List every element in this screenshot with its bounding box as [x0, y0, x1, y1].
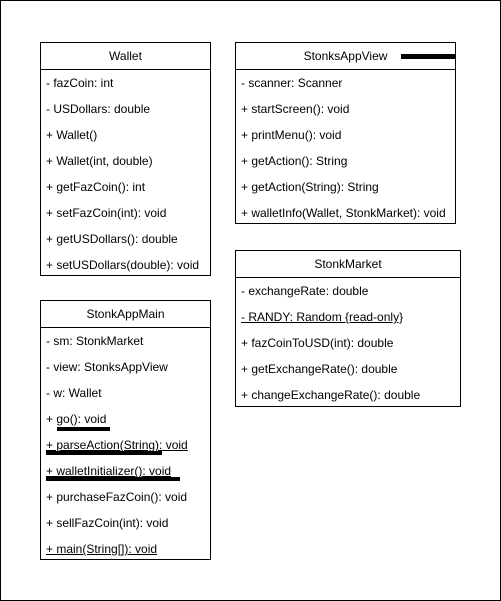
class-title: StonksAppView — [236, 43, 455, 70]
class-stonkappmain[interactable]: StonkAppMain - sm: StonkMarket - view: S… — [40, 300, 211, 560]
method-setusdollars: + setUSDollars(double): void — [46, 258, 200, 272]
class-title: StonkMarket — [236, 251, 460, 278]
field-sm: - sm: StonkMarket — [46, 334, 144, 348]
field-w: - w: Wallet — [46, 386, 102, 400]
method-getusdollars: + getUSDollars(): double — [46, 232, 178, 246]
method-parseaction: + parseAction(String): void — [46, 438, 188, 452]
method-getexchangerate: + getExchangeRate(): double — [241, 362, 398, 376]
class-stonkmarket[interactable]: StonkMarket - exchangeRate: double - RAN… — [235, 250, 461, 407]
class-wallet[interactable]: Wallet - fazCoin: int - USDollars: doubl… — [40, 42, 211, 276]
method-printmenu: + printMenu(): void — [241, 128, 342, 142]
method-getaction: + getAction(): String — [241, 154, 348, 168]
field-randy: - RANDY: Random {read-only} — [241, 310, 404, 324]
class-title: StonkAppMain — [41, 301, 210, 328]
method-wallet-ctor-args: + Wallet(int, double) — [46, 154, 153, 168]
underline-mark-parseaction — [46, 451, 162, 455]
method-changeexchangerate: + changeExchangeRate(): double — [241, 388, 421, 402]
method-main: + main(String[]): void — [46, 542, 158, 556]
method-walletinfo: + walletInfo(Wallet, StonkMarket): void — [241, 206, 446, 220]
class-title: Wallet — [41, 43, 210, 70]
strike-mark — [401, 54, 455, 59]
field-fazcoin: - fazCoin: int — [46, 76, 114, 90]
class-stonksappview[interactable]: StonksAppView - scanner: Scanner + start… — [235, 42, 456, 224]
field-usdollars: - USDollars: double — [46, 102, 151, 116]
field-exchangerate: - exchangeRate: double — [241, 284, 369, 298]
underline-mark-walletinitializer — [46, 477, 180, 481]
method-getfazcoin: + getFazCoin(): int — [46, 180, 146, 194]
underline-mark-go — [57, 427, 110, 431]
method-startscreen: + startScreen(): void — [241, 102, 350, 116]
field-scanner: - scanner: Scanner — [241, 76, 343, 90]
method-go: + go(): void — [46, 412, 107, 426]
method-getaction-string: + getAction(String): String — [241, 180, 379, 194]
method-walletinitializer: + walletInitializer(): void — [46, 464, 172, 478]
method-wallet-ctor: + Wallet() — [46, 128, 98, 142]
field-view: - view: StonksAppView — [46, 360, 168, 374]
method-setfazcoin: + setFazCoin(int): void — [46, 206, 167, 220]
method-fazcointousd: + fazCoinToUSD(int): double — [241, 336, 394, 350]
method-purchasefazcoin: + purchaseFazCoin(): void — [46, 490, 188, 504]
method-sellfazcoin: + sellFazCoin(int): void — [46, 516, 169, 530]
